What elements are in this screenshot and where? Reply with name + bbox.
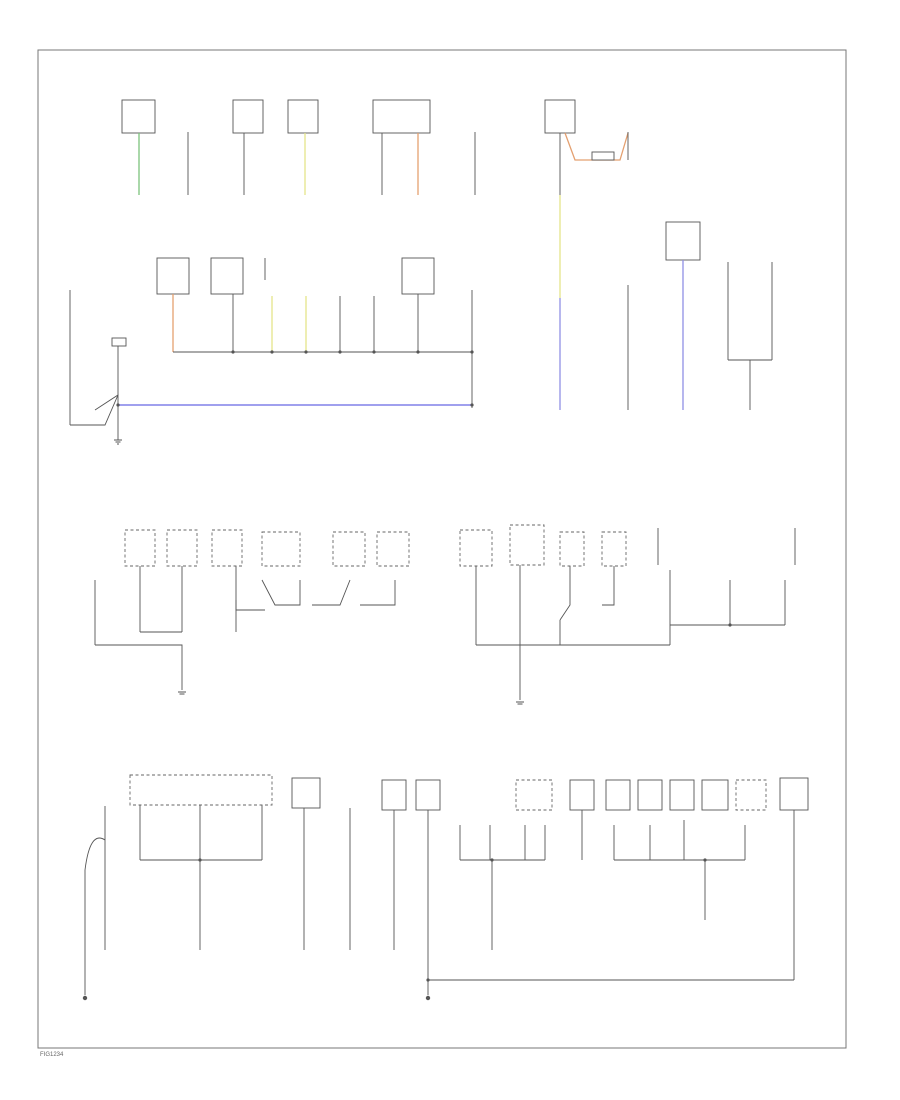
splice-dot-icon — [338, 350, 342, 354]
splice-dot-icon — [416, 350, 420, 354]
component-box — [291, 777, 321, 809]
ground-symbol-icon — [178, 691, 186, 695]
diagram-frame — [37, 49, 847, 1049]
component-box — [210, 257, 244, 295]
component-box — [509, 524, 545, 566]
component-box — [261, 531, 301, 567]
component-box — [401, 257, 435, 295]
ground-symbol-icon — [425, 995, 431, 1001]
component-box — [669, 779, 695, 811]
splice-dot-icon — [270, 350, 274, 354]
ground-symbol-icon — [114, 439, 122, 445]
third-row-right-group — [459, 524, 796, 700]
ground-symbols — [82, 439, 524, 1001]
wire-black — [261, 579, 301, 606]
component-box — [701, 779, 729, 811]
component-box — [569, 779, 595, 811]
component-box — [601, 531, 627, 567]
splice-dot-icon — [703, 858, 707, 862]
component-box — [735, 779, 767, 811]
component-box — [124, 529, 156, 567]
component-box — [129, 774, 273, 806]
component-box — [372, 99, 431, 134]
component-box — [665, 221, 701, 261]
connector-box — [111, 337, 127, 347]
ground-symbol-icon — [516, 701, 524, 705]
component-box — [637, 779, 663, 811]
component-box — [166, 529, 198, 567]
component-box — [287, 99, 319, 134]
component-box — [415, 779, 441, 811]
wire-black — [476, 620, 561, 646]
splice-dot-icon — [198, 858, 202, 862]
wire-black — [312, 579, 351, 606]
top-row-components — [121, 99, 629, 195]
component-box — [232, 99, 264, 134]
splice-dot-icon — [728, 623, 732, 627]
component-box — [332, 531, 366, 567]
connector-box — [591, 151, 615, 161]
component-box — [544, 99, 576, 134]
wire-black — [235, 600, 265, 611]
splice-dot-icon — [426, 978, 430, 982]
component-box — [156, 257, 190, 295]
component-box — [376, 531, 410, 567]
wire-black — [559, 566, 571, 621]
component-box — [121, 99, 156, 134]
splice-dot-icon — [470, 403, 474, 407]
wire-black — [602, 566, 615, 606]
figure-code: FIG1234 — [40, 1052, 64, 1058]
splice-dot-icon — [372, 350, 376, 354]
second-row-components — [69, 221, 773, 440]
component-box — [381, 779, 407, 811]
wire-black — [70, 394, 119, 426]
wire-black — [84, 837, 106, 995]
wire-black — [360, 580, 396, 606]
wire-black — [95, 644, 183, 670]
bottom-row — [84, 774, 809, 995]
splice-dots — [116, 350, 732, 982]
splice-dot-icon — [470, 350, 474, 354]
splice-dot-icon — [231, 350, 235, 354]
splice-dot-icon — [490, 858, 494, 862]
component-box — [559, 531, 585, 567]
wire-black — [94, 394, 119, 440]
ground-symbol-icon — [82, 995, 88, 1001]
splice-dot-icon — [304, 350, 308, 354]
component-box — [515, 779, 553, 811]
component-box — [211, 529, 243, 567]
component-box — [459, 529, 493, 567]
component-box — [605, 779, 631, 811]
component-box — [779, 777, 809, 811]
splice-dot-icon — [116, 403, 120, 407]
third-row-left-group — [94, 529, 410, 690]
